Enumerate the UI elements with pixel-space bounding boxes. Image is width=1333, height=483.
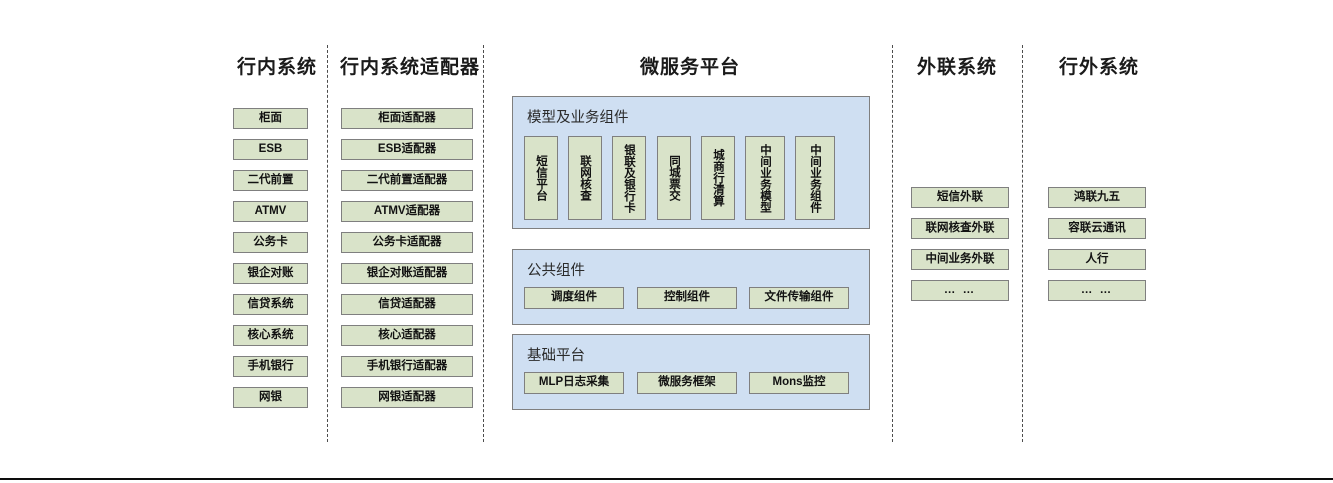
node-model-business-components-2[interactable]: 银联及银行卡 <box>612 136 646 220</box>
node-internal-system-adapters-1[interactable]: ESB适配器 <box>341 139 473 160</box>
node-outside-bank-systems-1[interactable]: 容联云通讯 <box>1048 218 1146 239</box>
node-internal-system-adapters-6[interactable]: 信贷适配器 <box>341 294 473 315</box>
node-model-business-components-5[interactable]: 中间业务模型 <box>745 136 785 220</box>
node-model-business-components-1[interactable]: 联网核查 <box>568 136 602 220</box>
node-base-platform-1[interactable]: 微服务框架 <box>637 372 737 394</box>
node-outside-bank-systems-2[interactable]: 人行 <box>1048 249 1146 270</box>
node-internal-systems-8[interactable]: 手机银行 <box>233 356 308 377</box>
node-external-link-systems-0[interactable]: 短信外联 <box>911 187 1009 208</box>
node-external-link-systems-1[interactable]: 联网核查外联 <box>911 218 1009 239</box>
bottom-rule <box>0 478 1333 480</box>
divider-4 <box>1022 45 1023 442</box>
divider-3 <box>892 45 893 442</box>
node-outside-bank-systems-3[interactable]: … … <box>1048 280 1146 301</box>
node-internal-system-adapters-8[interactable]: 手机银行适配器 <box>341 356 473 377</box>
node-internal-system-adapters-5[interactable]: 银企对账适配器 <box>341 263 473 284</box>
column-title-internal-system-adapters: 行内系统适配器 <box>340 57 481 78</box>
node-internal-systems-6[interactable]: 信贷系统 <box>233 294 308 315</box>
column-title-internal-systems: 行内系统 <box>236 57 317 78</box>
node-internal-system-adapters-7[interactable]: 核心适配器 <box>341 325 473 346</box>
column-title-outside-bank-systems: 行外系统 <box>1058 57 1139 78</box>
divider-2 <box>483 45 484 442</box>
node-internal-system-adapters-3[interactable]: ATMV适配器 <box>341 201 473 222</box>
node-internal-systems-4[interactable]: 公务卡 <box>233 232 308 253</box>
node-model-business-components-4[interactable]: 城商行清算 <box>701 136 735 220</box>
divider-1 <box>327 45 328 442</box>
column-title-external-link-systems: 外联系统 <box>916 57 997 78</box>
node-outside-bank-systems-0[interactable]: 鸿联九五 <box>1048 187 1146 208</box>
node-internal-system-adapters-2[interactable]: 二代前置适配器 <box>341 170 473 191</box>
node-internal-system-adapters-9[interactable]: 网银适配器 <box>341 387 473 408</box>
node-public-components-2[interactable]: 文件传输组件 <box>749 287 849 309</box>
node-internal-system-adapters-0[interactable]: 柜面适配器 <box>341 108 473 129</box>
node-internal-systems-1[interactable]: ESB <box>233 139 308 160</box>
node-internal-systems-3[interactable]: ATMV <box>233 201 308 222</box>
node-model-business-components-3[interactable]: 同城票交 <box>657 136 691 220</box>
panel-title-base-platform: 基础平台 <box>527 348 585 364</box>
node-base-platform-0[interactable]: MLP日志采集 <box>524 372 624 394</box>
node-internal-systems-9[interactable]: 网银 <box>233 387 308 408</box>
node-external-link-systems-2[interactable]: 中间业务外联 <box>911 249 1009 270</box>
node-internal-systems-0[interactable]: 柜面 <box>233 108 308 129</box>
column-title-microservice-platform: 微服务平台 <box>639 57 740 78</box>
node-model-business-components-0[interactable]: 短信平台 <box>524 136 558 220</box>
node-external-link-systems-3[interactable]: … … <box>911 280 1009 301</box>
node-internal-systems-5[interactable]: 银企对账 <box>233 263 308 284</box>
node-public-components-0[interactable]: 调度组件 <box>524 287 624 309</box>
node-internal-systems-2[interactable]: 二代前置 <box>233 170 308 191</box>
node-internal-systems-7[interactable]: 核心系统 <box>233 325 308 346</box>
node-internal-system-adapters-4[interactable]: 公务卡适配器 <box>341 232 473 253</box>
panel-title-public-components: 公共组件 <box>527 263 585 279</box>
panel-title-model-business-components: 模型及业务组件 <box>527 110 629 126</box>
node-public-components-1[interactable]: 控制组件 <box>637 287 737 309</box>
node-base-platform-2[interactable]: Mons监控 <box>749 372 849 394</box>
node-model-business-components-6[interactable]: 中间业务组件 <box>795 136 835 220</box>
